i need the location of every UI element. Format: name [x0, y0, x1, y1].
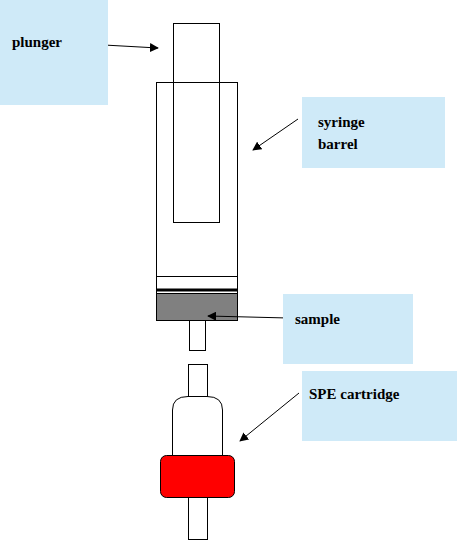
callout-label: plunger — [12, 31, 100, 53]
syringe-nozzle — [190, 321, 206, 351]
callout-box: SPE cartridge — [302, 371, 457, 441]
barrel-seal — [156, 289, 237, 292]
sorbent-band — [161, 456, 235, 498]
callout-box: sample — [283, 294, 413, 364]
leader-arrow — [208, 316, 288, 318]
cartridge-inlet — [189, 365, 208, 397]
callout-label: SPE cartridge — [309, 383, 449, 405]
cartridge-outlet — [189, 498, 208, 540]
callout-box: plunger — [0, 0, 108, 105]
callout-label: syringe barrel — [318, 111, 380, 155]
callout-box: syringe barrel — [302, 97, 445, 168]
barrel-ring — [156, 276, 237, 277]
leader-arrow — [240, 393, 299, 441]
barrel-top — [156, 82, 237, 83]
callout-label: sample — [295, 308, 405, 330]
cartridge-body — [173, 397, 223, 459]
plunger-rod — [174, 24, 220, 223]
leader-arrow — [253, 119, 298, 150]
